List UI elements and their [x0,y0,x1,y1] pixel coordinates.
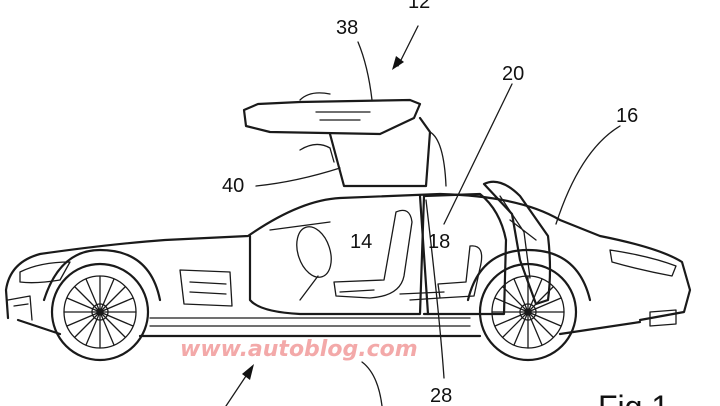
label-38: 38 [336,17,358,39]
steering-wheel [269,221,332,301]
floor-detail [339,289,445,301]
tail-lamp [609,249,677,277]
hinge-arm-40 [328,116,432,188]
front-wheel [50,262,150,362]
b-pillar [418,194,430,316]
arrow-bottom-left [225,364,254,406]
gullwing-door-38 [242,98,422,136]
fender-vent [179,269,233,307]
front-wheel-arch [42,248,162,302]
hinge-arm-40-detail [299,131,447,187]
watermark: www.autoblog.com [180,337,418,362]
rear-door-20 [482,180,552,306]
car-body-outline [4,192,692,322]
label-12: 12 [408,0,430,13]
leader-20 [443,83,513,225]
front-grille [7,295,33,321]
label-16: 16 [616,105,638,127]
arrow-12 [392,25,419,70]
rear-wheel [478,262,578,362]
headlight [19,261,71,284]
rear-door-20-detail [499,195,537,279]
leader-bottom [361,361,383,406]
leader-28 [425,199,445,379]
leader-38 [357,41,373,101]
figure-label: Fig.1 [598,389,669,406]
front-door-opening [248,194,426,316]
rear-door-opening [422,192,508,316]
front-seat [333,209,413,299]
label-14: 14 [350,231,372,253]
gullwing-door-38-inner [299,92,371,121]
rocker-panel [149,317,471,327]
label-28: 28 [430,385,452,406]
leader-16 [555,125,621,225]
rear-seat [437,245,483,299]
label-40: 40 [222,175,244,197]
label-20: 20 [502,63,524,85]
label-18: 18 [428,231,450,253]
car-underside [16,318,642,338]
rear-exhaust [649,309,677,327]
leader-40 [255,167,341,187]
